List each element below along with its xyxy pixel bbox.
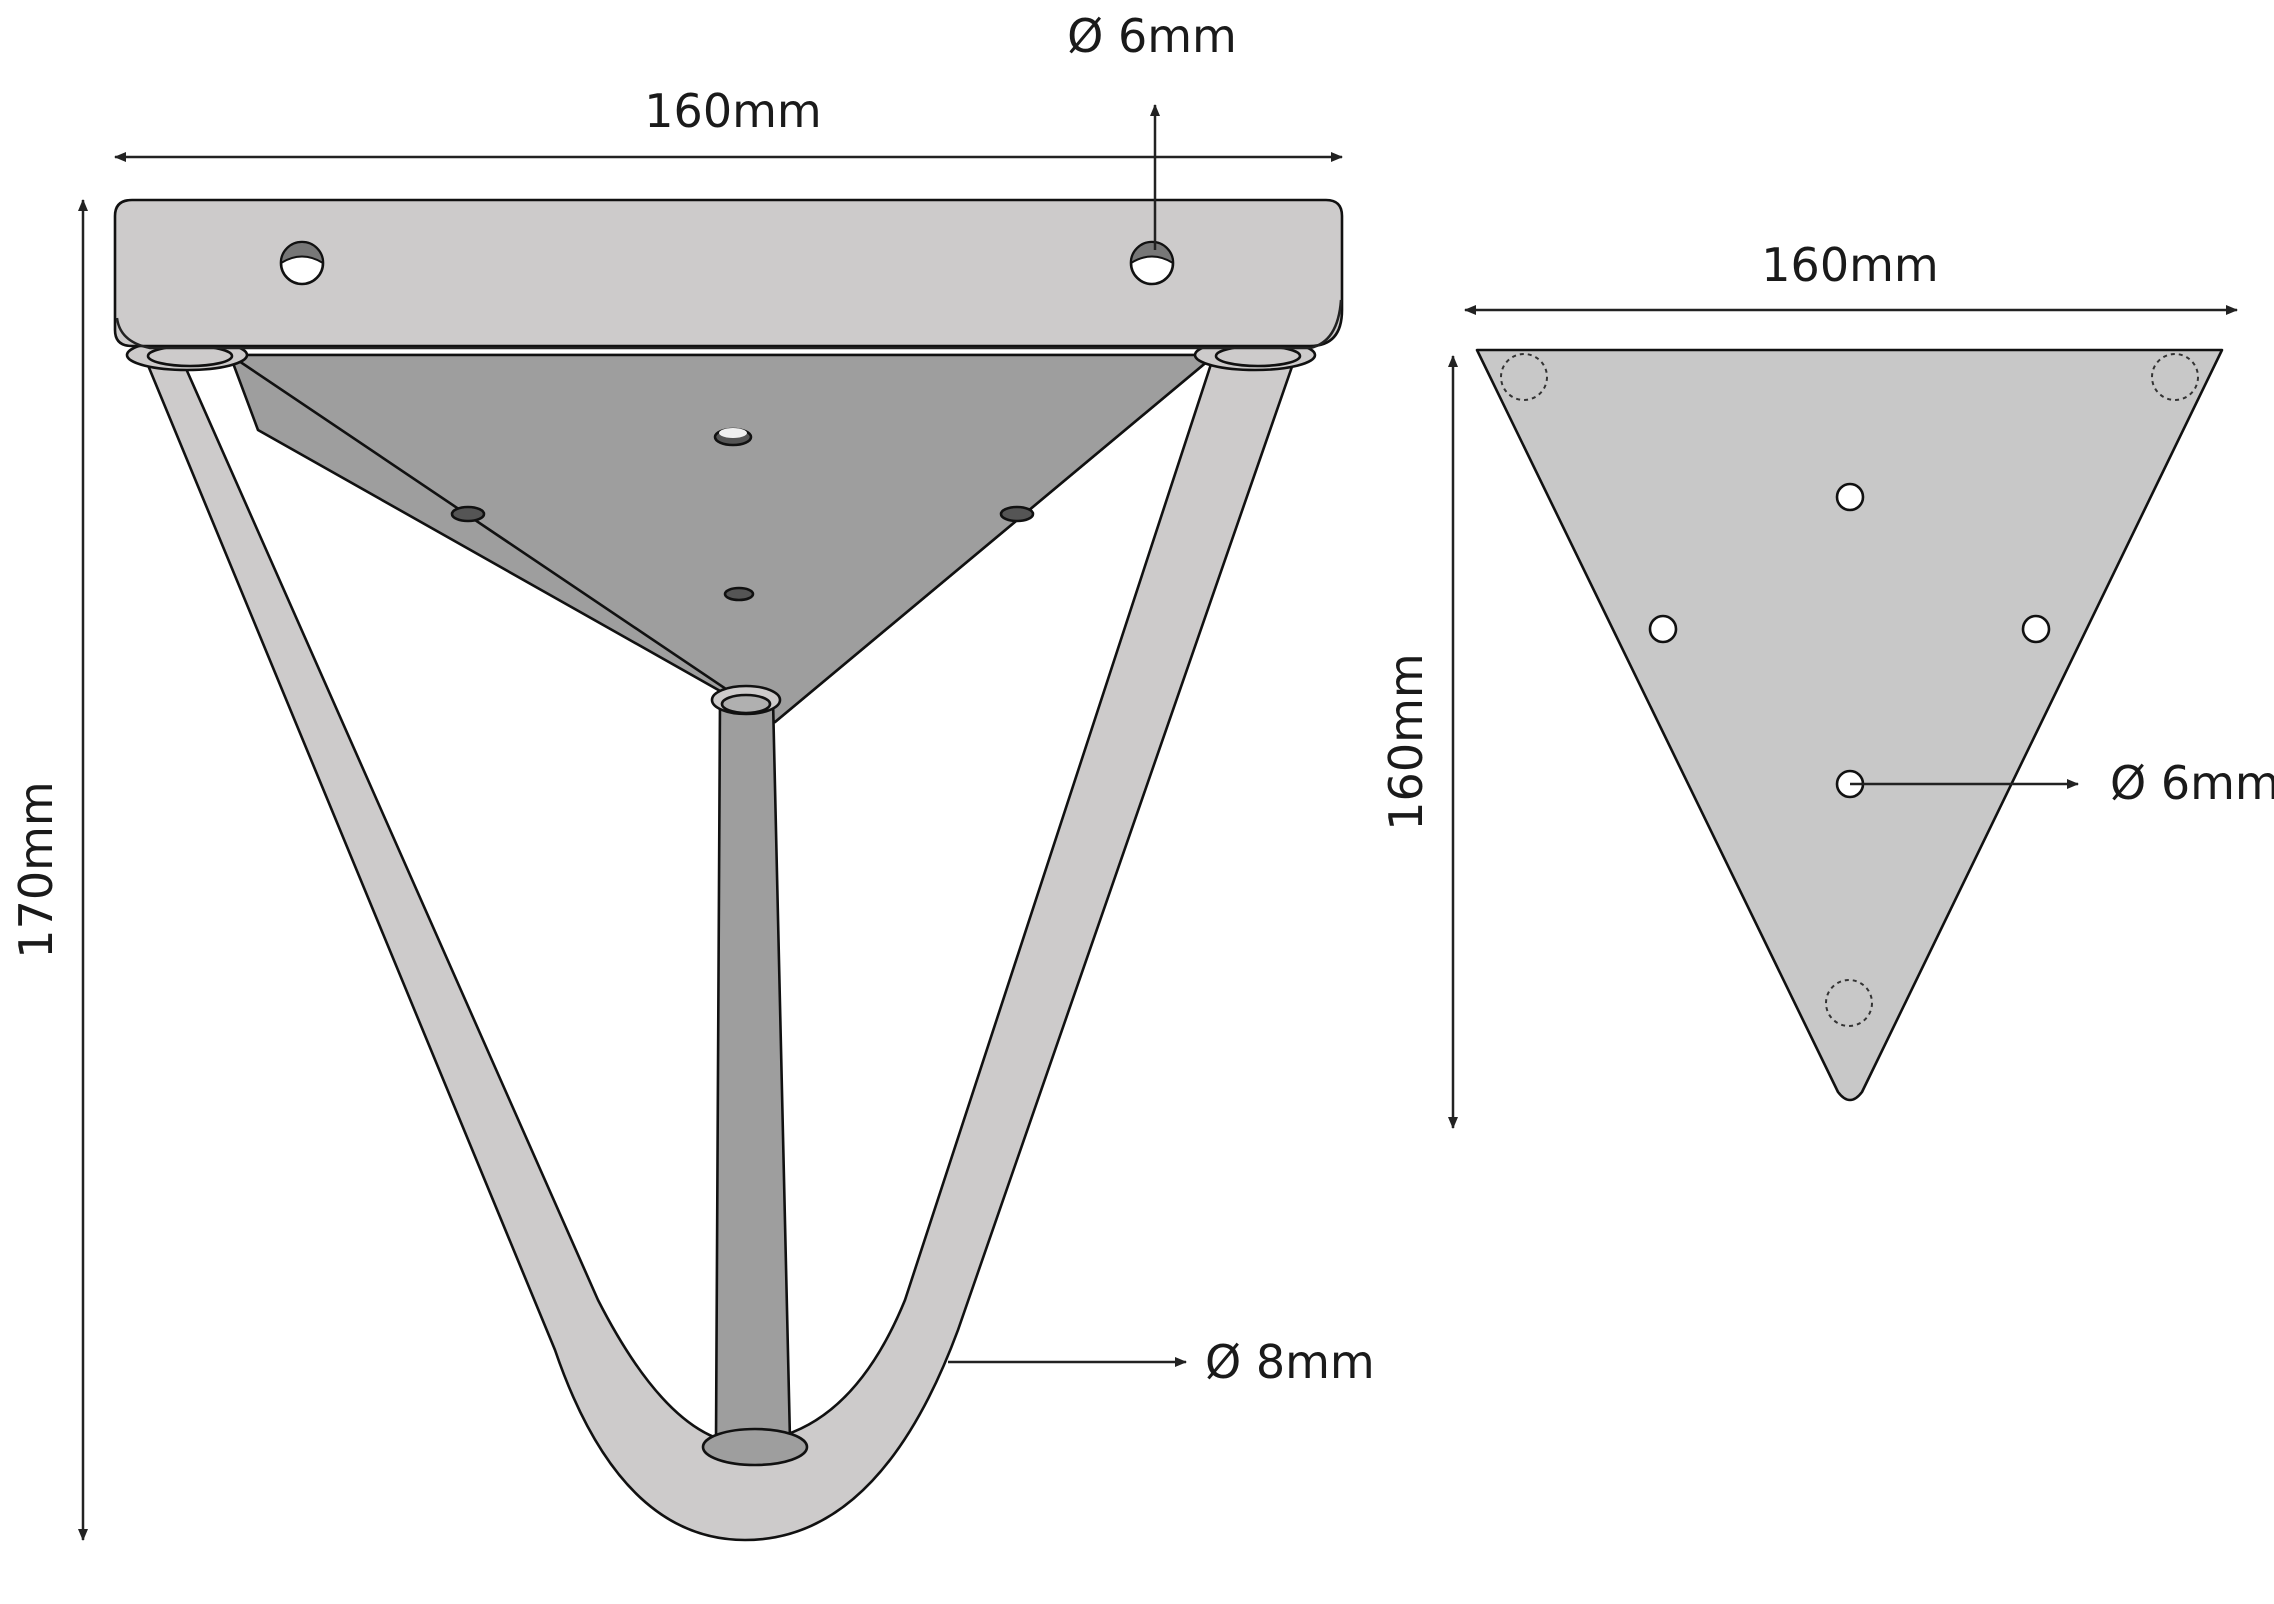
top-height-label: 160mm: [1379, 653, 1433, 830]
plate-hole-icon: [450, 505, 486, 523]
side-width-label: 160mm: [644, 84, 821, 138]
screw-hole-icon: [1648, 614, 1678, 644]
rod-position-icon: [2151, 353, 2199, 401]
top-width-label: 160mm: [1761, 238, 1938, 292]
bar-hole-left-icon: [279, 240, 325, 286]
rod-diameter-label: Ø 8mm: [1205, 1335, 1375, 1389]
rod-position-icon: [1500, 353, 1548, 401]
side-view: 160mm 170mm Ø 6mm Ø 8mm: [9, 9, 1375, 1542]
top-view: 160mm 160mm Ø 6mm: [1379, 238, 2274, 1129]
plate-hole-icon: [999, 505, 1035, 523]
side-height-label: 170mm: [9, 781, 63, 958]
center-rod: [714, 698, 792, 1442]
screw-hole-icon: [2021, 614, 2051, 644]
top-hole-label: Ø 6mm: [2110, 756, 2274, 810]
triangle-plate: [1475, 348, 2224, 1102]
plate-hole-icon: [723, 586, 755, 602]
rod-position-icon: [1825, 979, 1873, 1027]
screw-hole-icon: [1835, 482, 1865, 512]
top-mounting-bar: [113, 198, 1344, 348]
bar-hole-right-icon: [1129, 240, 1175, 286]
side-hole-label: Ø 6mm: [1067, 9, 1237, 63]
